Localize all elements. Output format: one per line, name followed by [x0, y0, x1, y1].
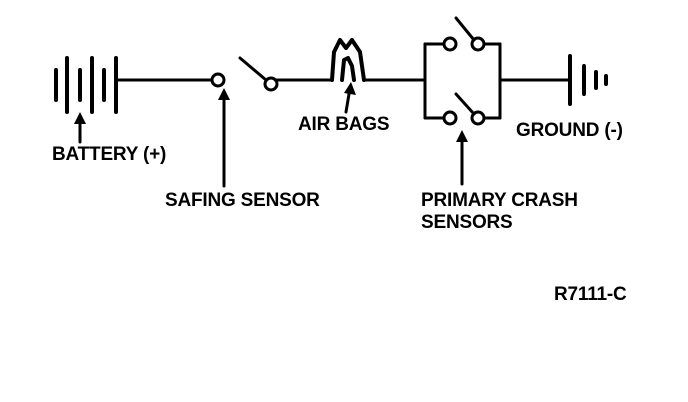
figure-id-label: R7111-C — [554, 284, 627, 305]
battery-symbol — [54, 56, 118, 114]
battery-label: BATTERY (+) — [52, 144, 167, 165]
air-bags-symbol — [330, 38, 366, 82]
ground-label: GROUND (-) — [516, 120, 623, 141]
primary-crash-sensors-label-line2: SENSORS — [421, 212, 513, 233]
safing-sensor-switch — [210, 56, 279, 92]
ground-symbol — [568, 54, 608, 106]
primary-crash-sensors-switches — [423, 16, 502, 126]
safing-sensor-label: SAFING SENSOR — [165, 190, 320, 211]
primary-crash-sensors-label-line1: PRIMARY CRASH — [421, 190, 578, 211]
air-bags-label: AIR BAGS — [298, 114, 390, 135]
leader-arrowheads — [74, 82, 468, 142]
leader-lines — [78, 86, 464, 188]
